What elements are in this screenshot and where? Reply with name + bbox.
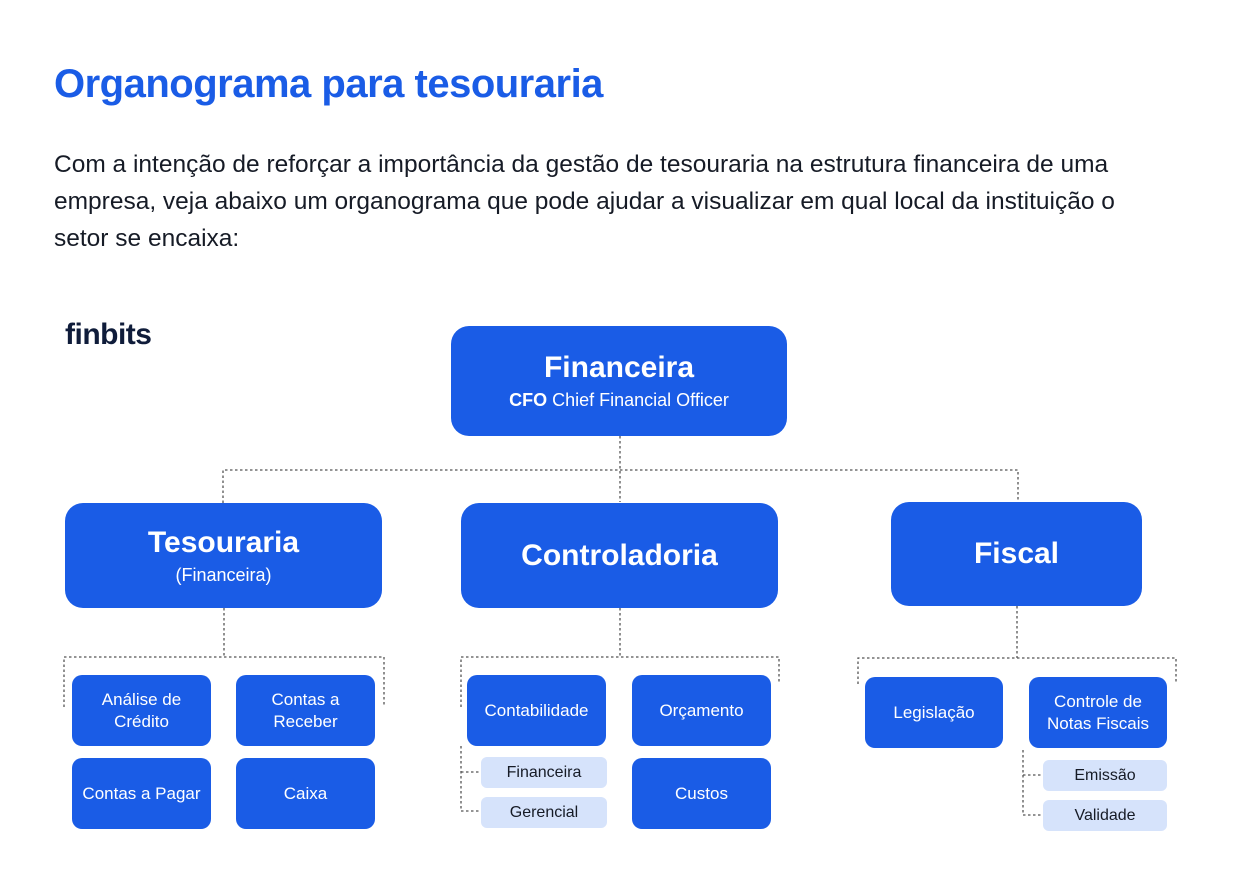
node-financeira: Financeira CFO Chief Financial Officer — [451, 326, 787, 436]
sub-validade: Validade — [1043, 800, 1167, 831]
connector-fiscal — [857, 606, 1177, 684]
connector-controladoria — [460, 608, 780, 707]
node-controle-notas: Controle de Notas Fiscais — [1029, 677, 1167, 748]
node-contas-pagar: Contas a Pagar — [72, 758, 211, 829]
intro-paragraph: Com a intenção de reforçar a importância… — [54, 151, 1115, 252]
node-tesouraria-title: Tesouraria — [147, 525, 300, 559]
node-controladoria-title: Controladoria — [521, 538, 718, 572]
node-orcamento: Orçamento — [632, 675, 771, 746]
cfo-full: Chief Financial Officer — [552, 390, 729, 410]
cfo-label: CFO — [509, 390, 548, 410]
finbits-logo: finbits — [65, 318, 152, 351]
connector-root — [222, 436, 1019, 503]
node-financeira-subtitle: CFO Chief Financial Officer — [509, 387, 729, 413]
node-fiscal: Fiscal — [891, 502, 1142, 606]
node-tesouraria: Tesouraria (Financeira) — [65, 503, 382, 608]
sub-emissao: Emissão — [1043, 760, 1167, 791]
page-title: Organograma para tesouraria — [54, 62, 603, 106]
node-controladoria: Controladoria — [461, 503, 778, 608]
node-tesouraria-subtitle: (Financeira) — [175, 564, 272, 585]
node-contabilidade: Contabilidade — [467, 675, 606, 746]
connector-tesouraria — [63, 608, 385, 707]
sub-financeira: Financeira — [481, 757, 607, 788]
node-caixa: Caixa — [236, 758, 375, 829]
connector-notas-sub — [1022, 750, 1043, 816]
node-fiscal-title: Fiscal — [973, 537, 1060, 570]
node-custos: Custos — [632, 758, 771, 829]
node-contas-receber: Contas a Receber — [236, 675, 375, 746]
node-legislacao: Legislação — [865, 677, 1003, 748]
sub-gerencial: Gerencial — [481, 797, 607, 828]
node-analise-credito: Análise de Crédito — [72, 675, 211, 746]
node-financeira-title: Financeira — [543, 351, 695, 384]
connector-contabilidade-sub — [460, 746, 481, 812]
